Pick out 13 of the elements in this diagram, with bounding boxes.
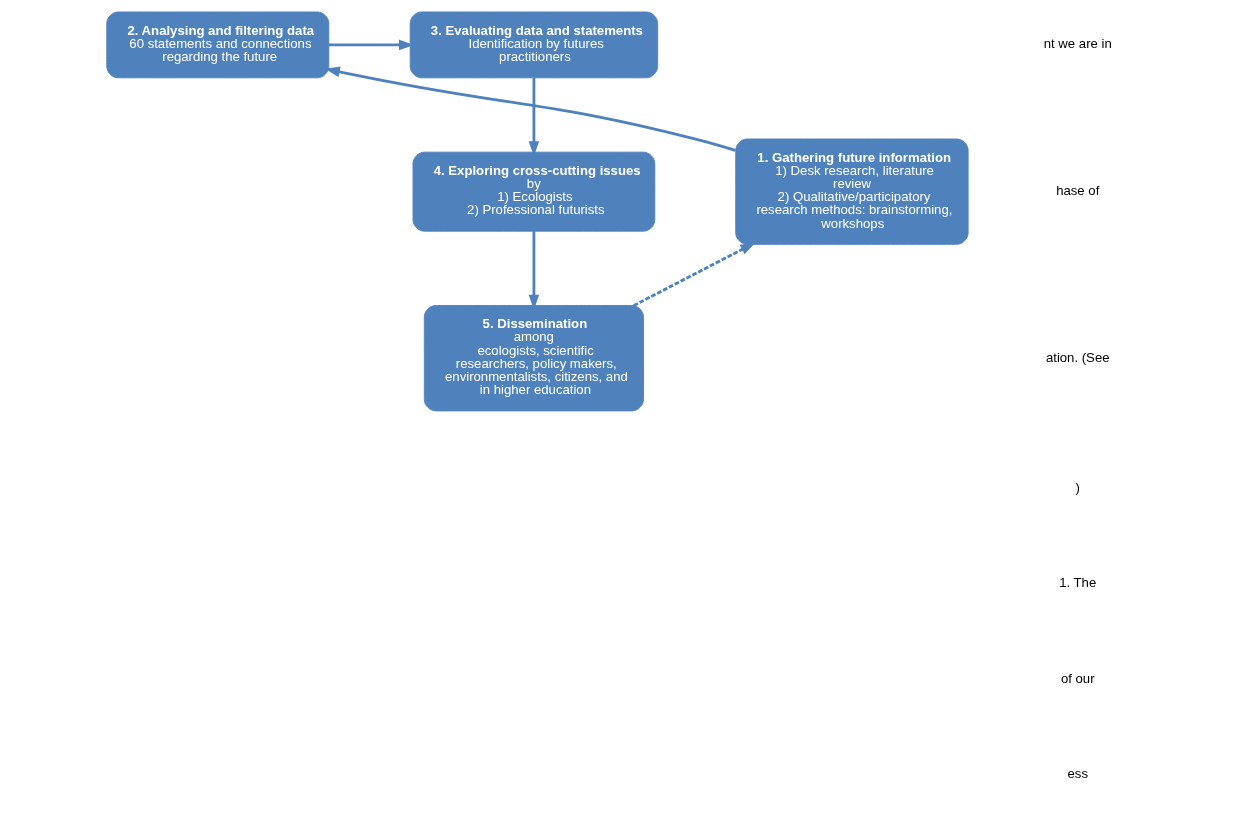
node-box: 5. Dissemination among ecologists, scientific researchers, policy makers, environmentalists, citizens, and in higher education <box>423 305 644 412</box>
label: hase of <box>1056 183 1100 199</box>
node-box: 3. Evaluating data and statements Identification by futures practitioners <box>409 11 659 79</box>
label: ess <box>1067 765 1088 781</box>
label: of our <box>1060 670 1095 686</box>
node-box: 1. Gathering future information 1) Desk research, literature review 2) Qualitative/participatory research methods: brainstorming, workshops <box>735 138 969 245</box>
node-box: 4. Exploring cross-cutting issues by 1) Ecologists 2) Professional futurists <box>412 151 656 232</box>
label: ation. (See <box>1045 349 1110 365</box>
label: 1. The <box>1059 575 1097 591</box>
label: nt we are in <box>1043 36 1112 52</box>
node-box: 2. Analysing and filtering data 60 statements and connections regarding the future <box>106 11 330 79</box>
arrow <box>633 242 756 307</box>
label: ) <box>1075 480 1080 496</box>
